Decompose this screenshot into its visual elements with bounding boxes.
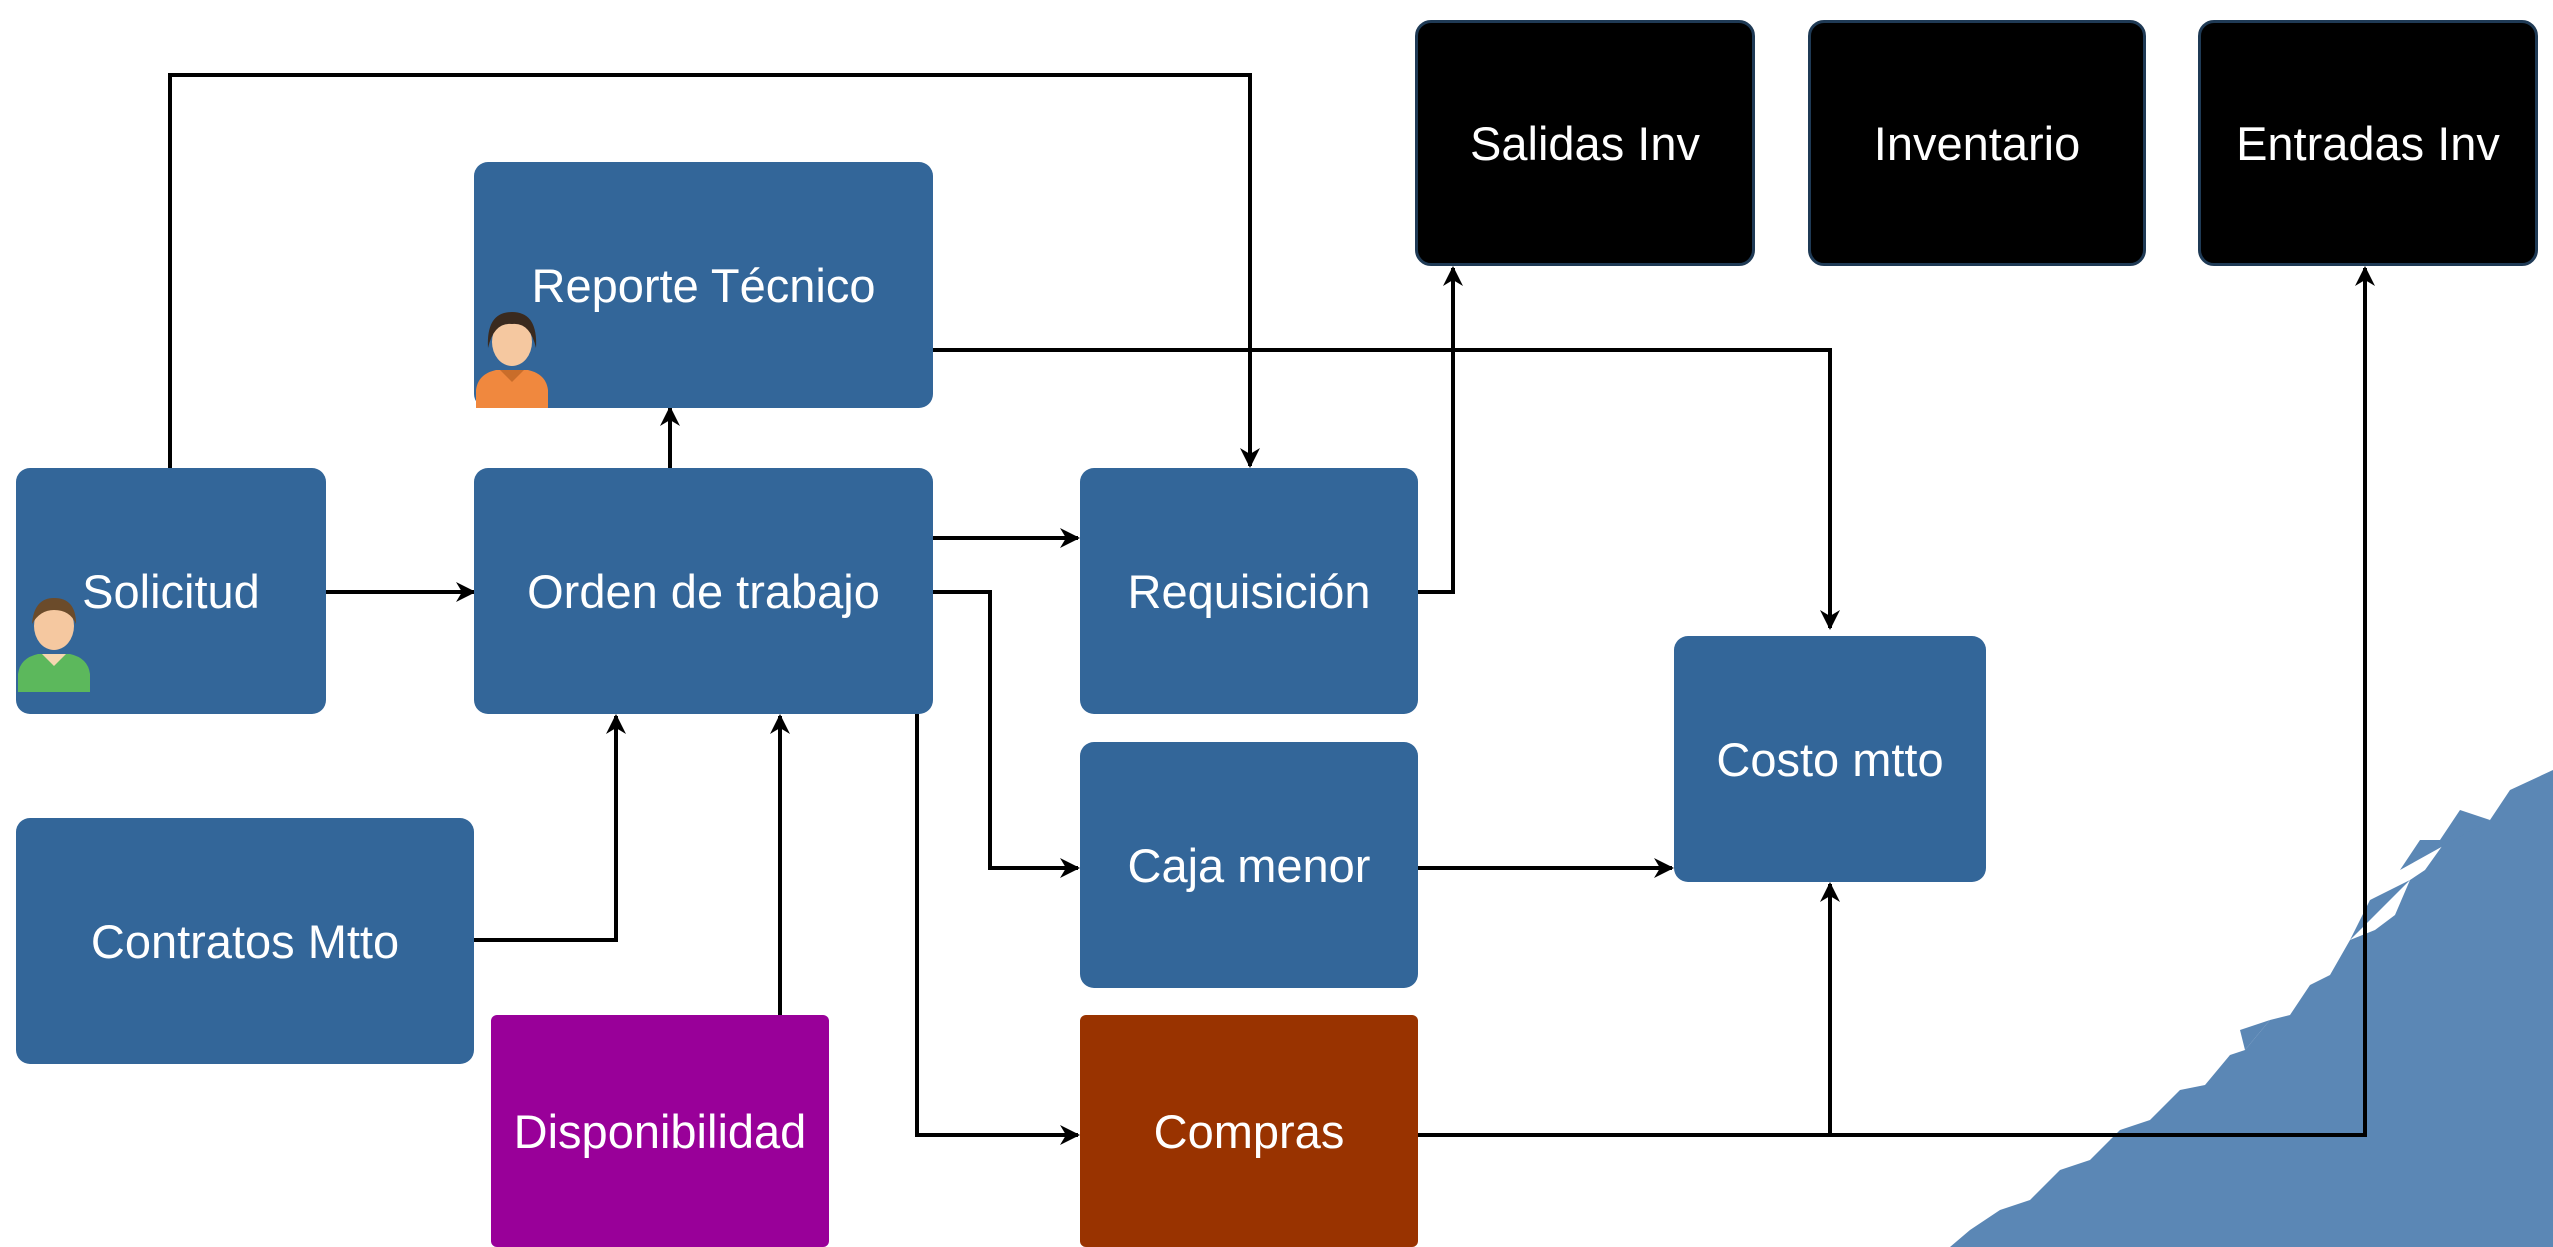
edge-solicitud-requisicion [168,73,1260,470]
edge-compras-entradas [1830,266,2375,1137]
node-disponibilidad-label: Disponibilidad [513,1104,807,1158]
node-requisicion[interactable]: Requisición [1080,468,1418,714]
node-contratos-mtto[interactable]: Contratos Mtto [16,818,474,1064]
edge-contratos-orden [474,714,626,942]
node-orden-trabajo[interactable]: Orden de trabajo [474,468,933,714]
node-disponibilidad[interactable]: Disponibilidad [491,1015,829,1247]
node-requisicion-label: Requisición [1127,564,1371,618]
node-compras-label: Compras [1153,1104,1345,1158]
node-compras[interactable]: Compras [1080,1015,1418,1247]
edge-orden-caja [933,590,1080,878]
node-entradas-inv-label: Entradas Inv [2236,116,2500,170]
node-inventario[interactable]: Inventario [1808,20,2146,266]
node-inventario-label: Inventario [1873,116,2081,170]
node-contratos-mtto-label: Contratos Mtto [90,914,400,968]
node-entradas-inv[interactable]: Entradas Inv [2198,20,2538,266]
node-caja-menor-label: Caja menor [1127,838,1371,892]
node-reporte-tecnico[interactable]: Reporte Técnico [474,162,933,408]
edge-orden-compras [915,710,1080,1145]
edge-reporte-costo [930,348,1840,630]
node-salidas-inv-label: Salidas Inv [1470,116,1700,170]
node-reporte-tecnico-label: Reporte Técnico [531,258,876,312]
node-costo-mtto-label: Costo mtto [1716,732,1944,786]
user-green-icon [18,598,90,692]
node-orden-trabajo-label: Orden de trabajo [527,564,880,618]
edge-compras-costo [1418,882,1840,1137]
node-salidas-inv[interactable]: Salidas Inv [1415,20,1755,266]
user-orange-icon [476,312,548,408]
node-costo-mtto[interactable]: Costo mtto [1674,636,1986,882]
node-caja-menor[interactable]: Caja menor [1080,742,1418,988]
node-solicitud-label: Solicitud [82,564,260,618]
edge-requisicion-salidas [1418,266,1463,594]
